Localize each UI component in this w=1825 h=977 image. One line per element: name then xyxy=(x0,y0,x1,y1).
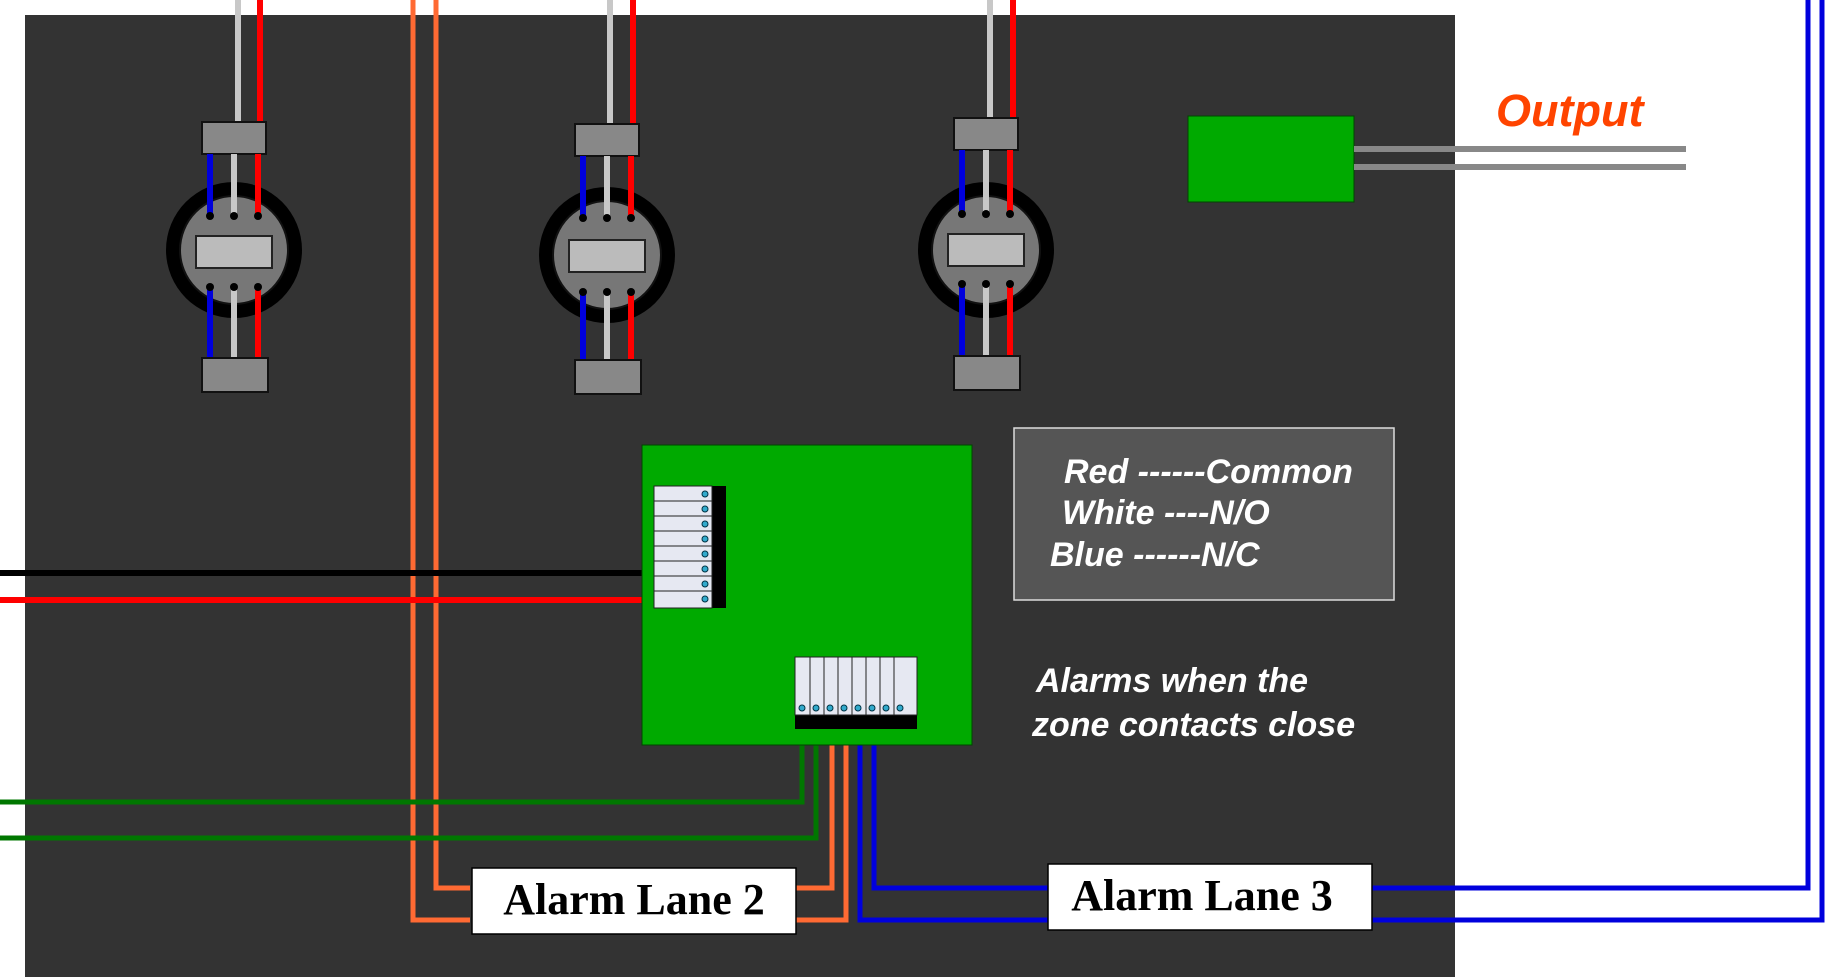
blue-lane3-wires xyxy=(857,718,1048,923)
board-terminal-strip-bottom xyxy=(794,656,918,729)
legend-white: White ----N/O xyxy=(1062,494,1270,532)
legend-box xyxy=(1013,427,1395,601)
alarm-lane-3-label: Alarm Lane 3 xyxy=(1071,871,1333,920)
relay-module-icon xyxy=(1187,115,1686,203)
alarms-note-line1: Alarms when the xyxy=(1035,662,1308,700)
legend-red: Red ------Common xyxy=(1064,453,1353,491)
legend-blue: Blue ------N/C xyxy=(1050,536,1260,574)
blue-output-wires xyxy=(1370,0,1825,923)
sensor-icon xyxy=(166,0,302,393)
orange-lane2-wires xyxy=(410,0,849,923)
terminal-block-icon xyxy=(953,117,1019,151)
output-label: Output xyxy=(1496,85,1645,136)
terminal-block-icon xyxy=(201,121,267,155)
sensor-icon xyxy=(539,0,675,395)
alarm-lane-3-box xyxy=(1047,863,1373,931)
alarms-note-line2: zone contacts close xyxy=(1031,706,1355,744)
alarm-lane-2-box xyxy=(471,867,797,935)
board-terminal-strip-left xyxy=(653,485,726,609)
green-wires xyxy=(0,718,819,841)
sensor-icon xyxy=(918,0,1054,391)
terminal-block-icon xyxy=(574,123,640,157)
alarm-lane-2-label: Alarm Lane 2 xyxy=(503,875,765,924)
